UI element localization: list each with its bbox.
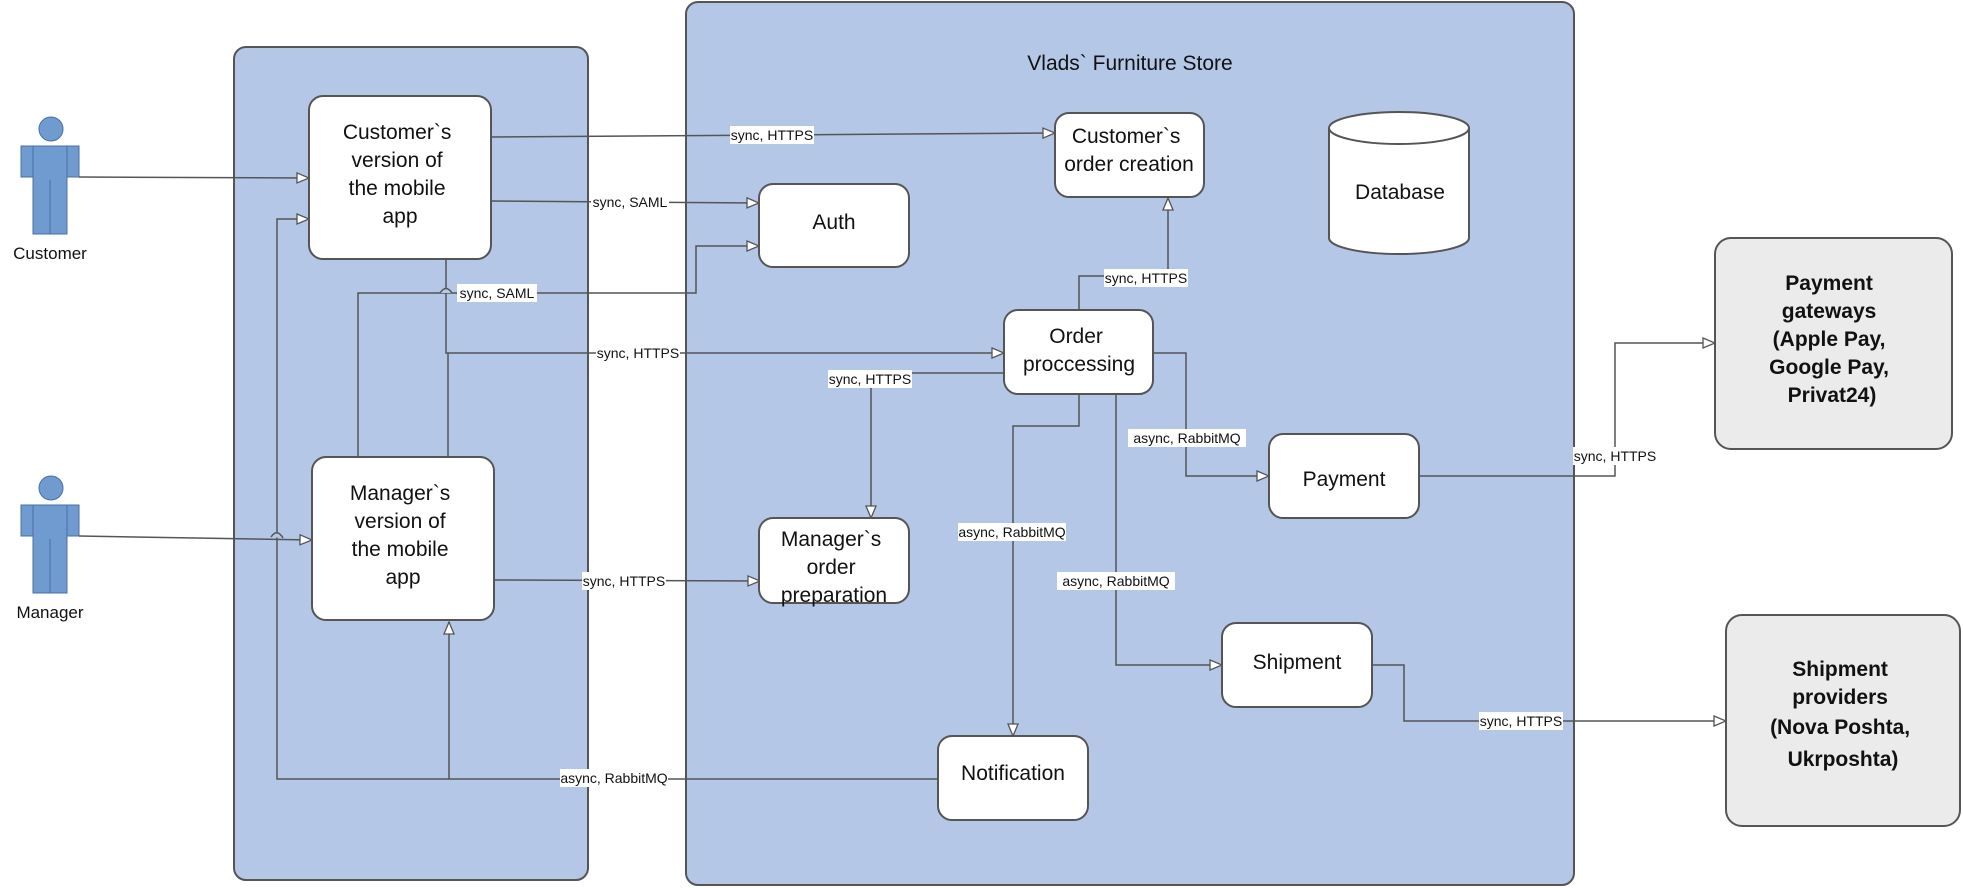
label-cust-auth: sync, SAML (591, 193, 669, 211)
svg-text:sync, HTTPS: sync, HTTPS (597, 345, 679, 361)
order-processing-label: Order proccessing (1023, 325, 1135, 376)
shipment-label: Shipment (1253, 651, 1342, 674)
payment-box (1268, 433, 1420, 519)
order-creation-label: Customer`s order creation (1064, 125, 1194, 176)
database-label: Database (1355, 181, 1445, 204)
manager-prep-box (758, 517, 910, 604)
label-cust-order-processing: sync, HTTPS (596, 344, 680, 362)
customer-to-app-arrow (78, 177, 309, 178)
line-hop (270, 532, 284, 539)
label-payment-gateways: sync, HTTPS (1573, 447, 1657, 465)
notification-box (937, 735, 1089, 821)
payment-label: Payment (1303, 468, 1386, 491)
label-processing-prep: sync, HTTPS (828, 370, 912, 388)
system-title: Vlads` Furniture Store (1027, 52, 1232, 75)
manager-prep-label: Manager`s order preparation (781, 528, 887, 607)
order-processing-to-notification-arrow (1013, 394, 1080, 736)
line-hop (439, 287, 453, 294)
svg-text:sync, SAML: sync, SAML (593, 194, 668, 210)
shipment-box (1221, 622, 1373, 708)
svg-text:async, RabbitMQ: async, RabbitMQ (1062, 573, 1169, 589)
order-processing-to-payment-arrow (1153, 352, 1269, 476)
svg-text:sync, HTTPS: sync, HTTPS (1574, 448, 1656, 464)
label-processing-creation: sync, HTTPS (1104, 269, 1188, 287)
customer-actor-label: Customer (13, 244, 87, 263)
shipment-providers-label: Shipment providers (Nova Poshta, Ukrposh… (1770, 658, 1916, 771)
label-processing-shipment: async, RabbitMQ (1057, 572, 1175, 590)
label-processing-notification: async, RabbitMQ (958, 523, 1066, 541)
manager-to-auth-arrow (357, 246, 759, 457)
customer-actor-icon (20, 116, 80, 235)
payment-gateways-label: Payment gateways (Apple Pay, Google Pay,… (1769, 272, 1895, 407)
notification-label: Notification (961, 762, 1065, 785)
svg-text:sync, HTTPS: sync, HTTPS (829, 371, 911, 387)
payment-to-gateways-arrow (1419, 343, 1715, 477)
manager-to-app-arrow (78, 536, 312, 540)
svg-text:sync, HTTPS: sync, HTTPS (1105, 270, 1187, 286)
label-shipment-providers: sync, HTTPS (1479, 712, 1563, 730)
svg-text:sync, HTTPS: sync, HTTPS (731, 127, 813, 143)
order-creation-box (1054, 112, 1205, 198)
payment-gateways-box (1714, 237, 1953, 450)
svg-text:sync, HTTPS: sync, HTTPS (583, 573, 665, 589)
auth-box (758, 183, 910, 268)
svg-text:async, RabbitMQ: async, RabbitMQ (560, 770, 667, 786)
customer-app-box (308, 95, 492, 260)
manager-app-label: Manager`s version of the mobile app (350, 482, 456, 589)
svg-text:sync, SAML: sync, SAML (460, 285, 535, 301)
database-cylinder (1328, 111, 1470, 255)
manager-actor-icon (20, 475, 80, 594)
order-processing-to-shipment-arrow (1115, 394, 1222, 665)
manager-actor-label: Manager (16, 603, 83, 622)
svg-text:async, RabbitMQ: async, RabbitMQ (1133, 430, 1240, 446)
label-processing-payment: async, RabbitMQ (1128, 429, 1246, 447)
notification-to-customer-app-arrow (276, 219, 449, 780)
label-cust-order-creation: sync, HTTPS (730, 126, 814, 144)
label-notification-apps: async, RabbitMQ (560, 769, 668, 787)
customer-app-label: Customer`s version of the mobile app (343, 121, 457, 228)
shipment-to-providers-arrow (1372, 664, 1726, 721)
label-manager-prep: sync, HTTPS (582, 572, 666, 590)
manager-app-box (311, 456, 495, 621)
auth-label: Auth (812, 211, 855, 234)
label-manager-auth: sync, SAML (457, 284, 537, 302)
svg-text:async, RabbitMQ: async, RabbitMQ (958, 524, 1065, 540)
svg-text:sync, HTTPS: sync, HTTPS (1480, 713, 1562, 729)
shipment-providers-box (1725, 614, 1961, 827)
order-processing-box (1003, 309, 1154, 395)
